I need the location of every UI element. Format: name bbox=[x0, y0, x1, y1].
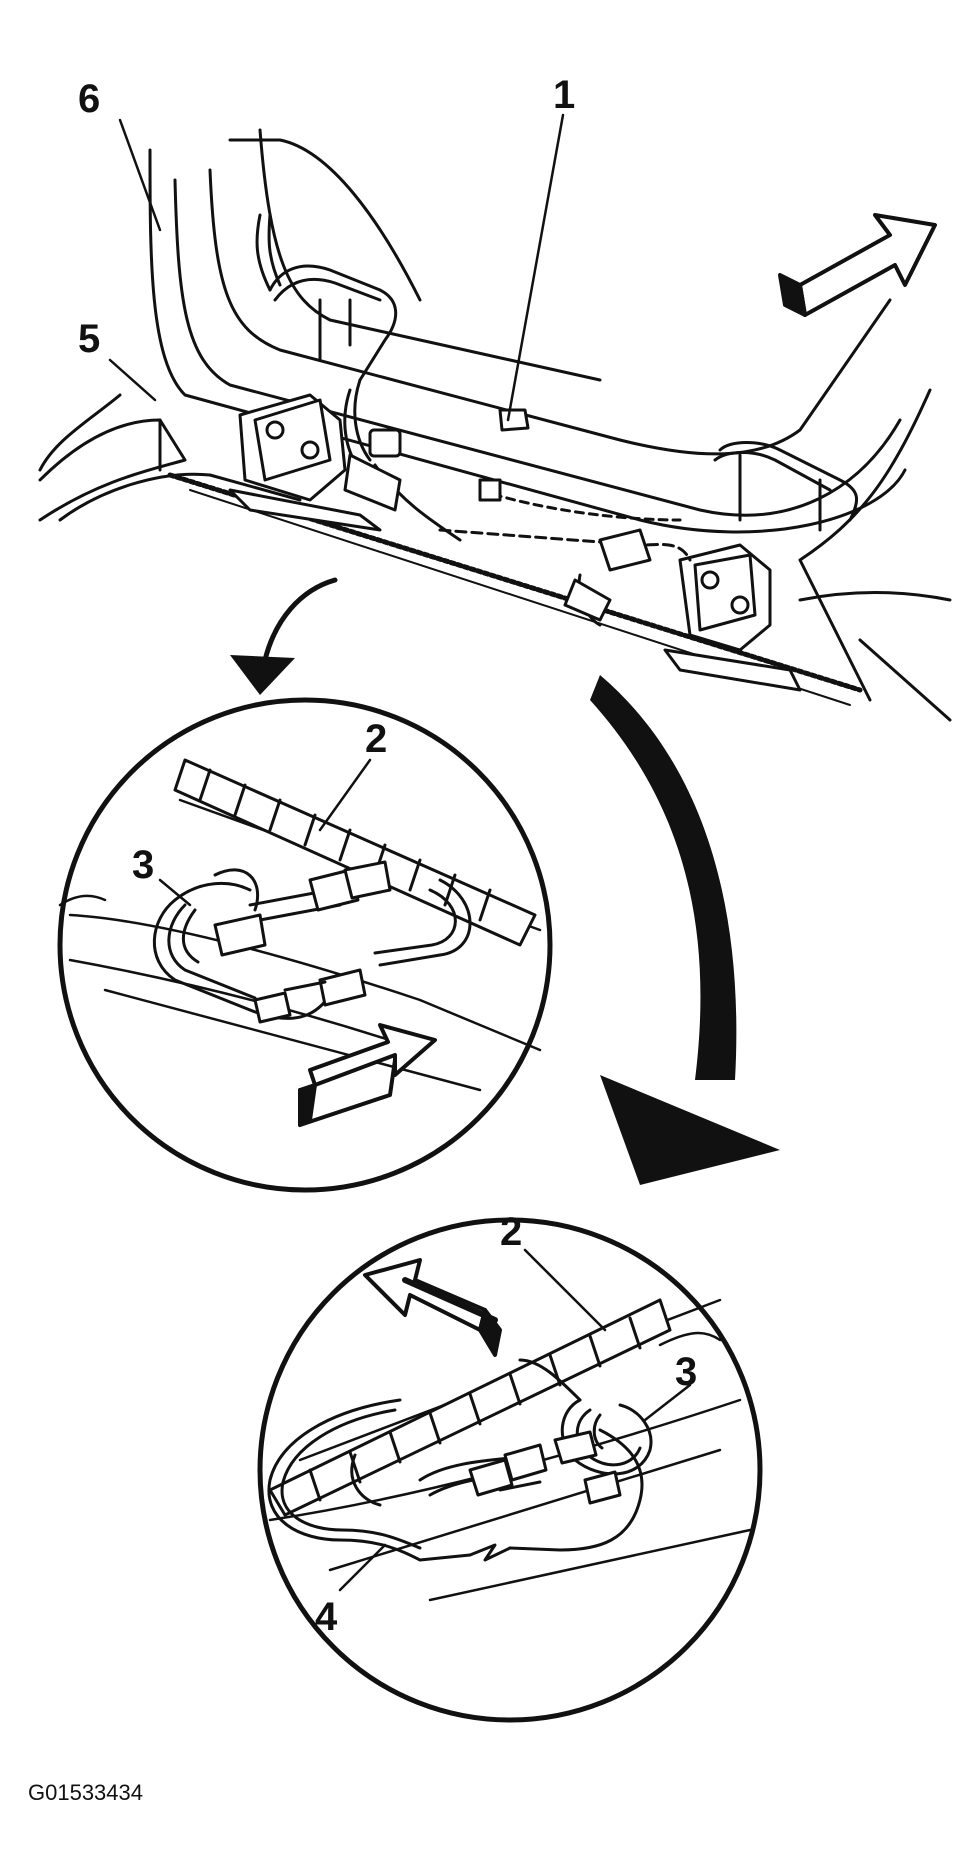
figure-id: G01533434 bbox=[28, 1780, 143, 1805]
harness-loop-lower bbox=[267, 1398, 644, 1562]
main-view: 6 5 1 bbox=[38, 73, 952, 722]
detail-upper: 2 3 bbox=[57, 697, 553, 1193]
direction-arrow-lower bbox=[363, 1258, 502, 1357]
trim-strip-lower bbox=[268, 1298, 672, 1517]
detail-lower-callouts: 2 3 4 bbox=[315, 1210, 697, 1639]
trim-strip-upper bbox=[173, 758, 537, 947]
body-panel bbox=[38, 128, 952, 722]
wiring-harness-main bbox=[255, 213, 859, 627]
left-hinge bbox=[228, 393, 382, 532]
detail-lower: 2 3 4 bbox=[257, 1210, 763, 1723]
callout-5: 5 bbox=[78, 317, 100, 361]
direction-arrow-main bbox=[778, 213, 937, 317]
callout-1: 1 bbox=[553, 73, 575, 117]
pointer-arrow-to-upper-detail bbox=[230, 577, 338, 695]
main-callouts: 6 5 1 bbox=[78, 73, 575, 422]
detail-upper-callouts: 2 3 bbox=[132, 717, 387, 907]
callout-3-upper: 3 bbox=[132, 843, 154, 887]
direction-arrow-upper bbox=[298, 1023, 437, 1127]
callout-6: 6 bbox=[78, 77, 100, 121]
callout-3-lower: 3 bbox=[675, 1350, 697, 1394]
callout-2-lower: 2 bbox=[500, 1210, 522, 1254]
right-hinge bbox=[663, 543, 802, 692]
harness-bundle-upper bbox=[152, 860, 472, 1024]
harness-bundle-lower bbox=[468, 1358, 653, 1505]
pointer-arrow-to-lower-detail bbox=[590, 675, 780, 1185]
callout-4-lower: 4 bbox=[315, 1595, 338, 1639]
detail-lower-panel bbox=[268, 1298, 752, 1602]
callout-2-upper: 2 bbox=[365, 717, 387, 761]
